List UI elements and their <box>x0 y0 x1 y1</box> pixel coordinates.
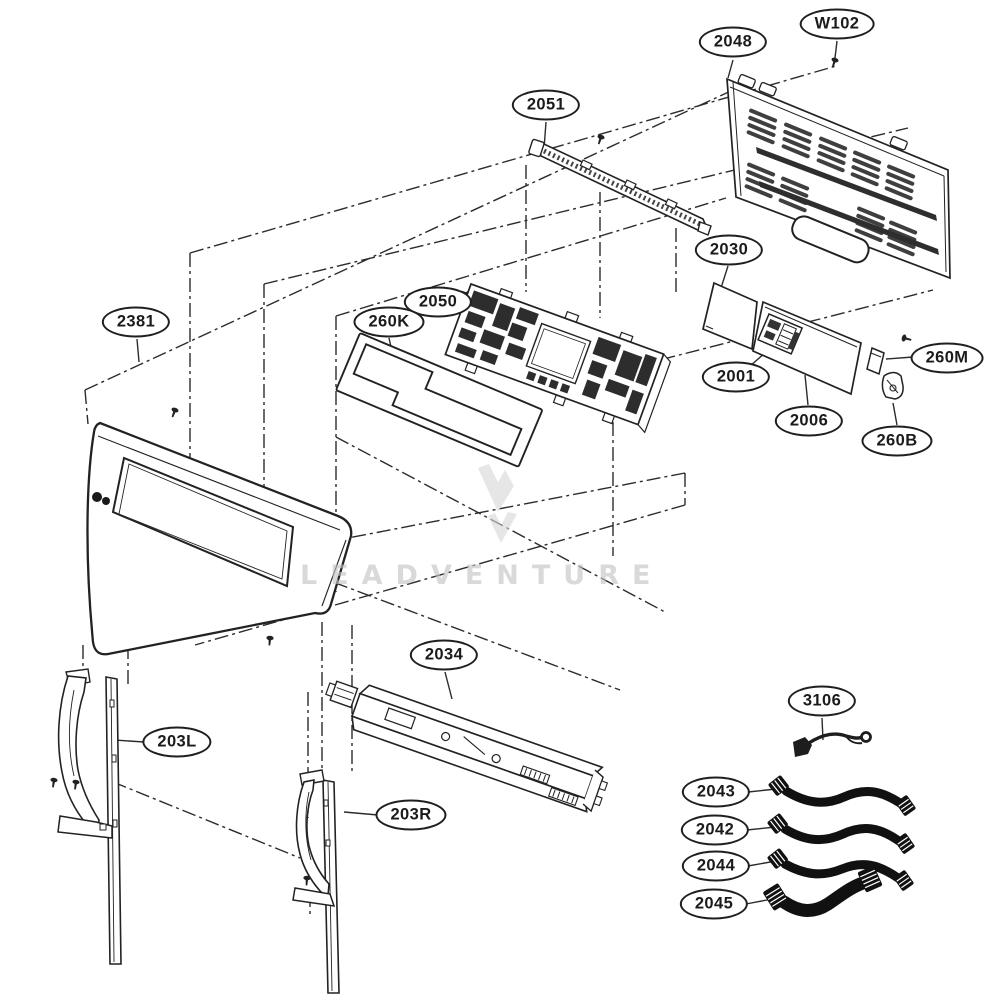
part-label-203L: 203L <box>142 726 212 758</box>
part-label-3106: 3106 <box>787 685 857 717</box>
screw-260m <box>900 333 913 344</box>
part-2048-rear-panel <box>726 73 951 280</box>
part-label-2048: 2048 <box>698 26 768 58</box>
screw-203r <box>302 875 311 886</box>
part-label-2045: 2045 <box>679 888 749 920</box>
part-label-2051: 2051 <box>511 89 581 121</box>
part-2051-rail <box>528 138 712 236</box>
part-label-2044: 2044 <box>681 850 751 882</box>
part-label-260M: 260M <box>910 342 984 374</box>
part-3106-harness <box>793 731 872 757</box>
screw-panel-bottom <box>265 635 274 646</box>
watermark-mark <box>478 464 517 543</box>
part-2030-panel <box>702 281 758 351</box>
part-2381-front-panel <box>86 421 353 656</box>
part-label-W102: W102 <box>799 8 875 40</box>
part-2034-bracket <box>325 680 609 813</box>
part-203L-left-trim <box>57 668 122 965</box>
part-203R-right-trim <box>292 769 340 994</box>
part-label-2043: 2043 <box>681 776 751 808</box>
screw-rail <box>595 133 606 146</box>
part-label-260K: 260K <box>353 306 425 338</box>
part-260K-overlay <box>335 332 543 468</box>
part-2045-ribbon-cable <box>763 865 883 917</box>
part-2044-cable <box>767 848 914 891</box>
part-260M-strip <box>866 346 885 376</box>
watermark-text: LEADVENTURE <box>300 560 664 591</box>
part-260B-bracket <box>881 371 904 400</box>
part-label-203R: 203R <box>375 799 447 831</box>
part-2050-control-board <box>444 282 672 434</box>
part-label-2001: 2001 <box>701 361 771 393</box>
part-label-260B: 260B <box>861 425 933 457</box>
part-2001-module <box>757 313 804 355</box>
screw-203l-a <box>49 777 58 788</box>
part-2043-cable <box>768 775 916 816</box>
lg-logo-badge <box>92 492 110 505</box>
part-label-2006: 2006 <box>774 405 844 437</box>
part-label-2034: 2034 <box>409 639 479 671</box>
part-label-2030: 2030 <box>694 234 764 266</box>
screw-panel-top <box>169 406 180 419</box>
part-label-2381: 2381 <box>101 306 171 338</box>
part-2042-cable <box>767 813 915 854</box>
part-label-2042: 2042 <box>680 814 750 846</box>
